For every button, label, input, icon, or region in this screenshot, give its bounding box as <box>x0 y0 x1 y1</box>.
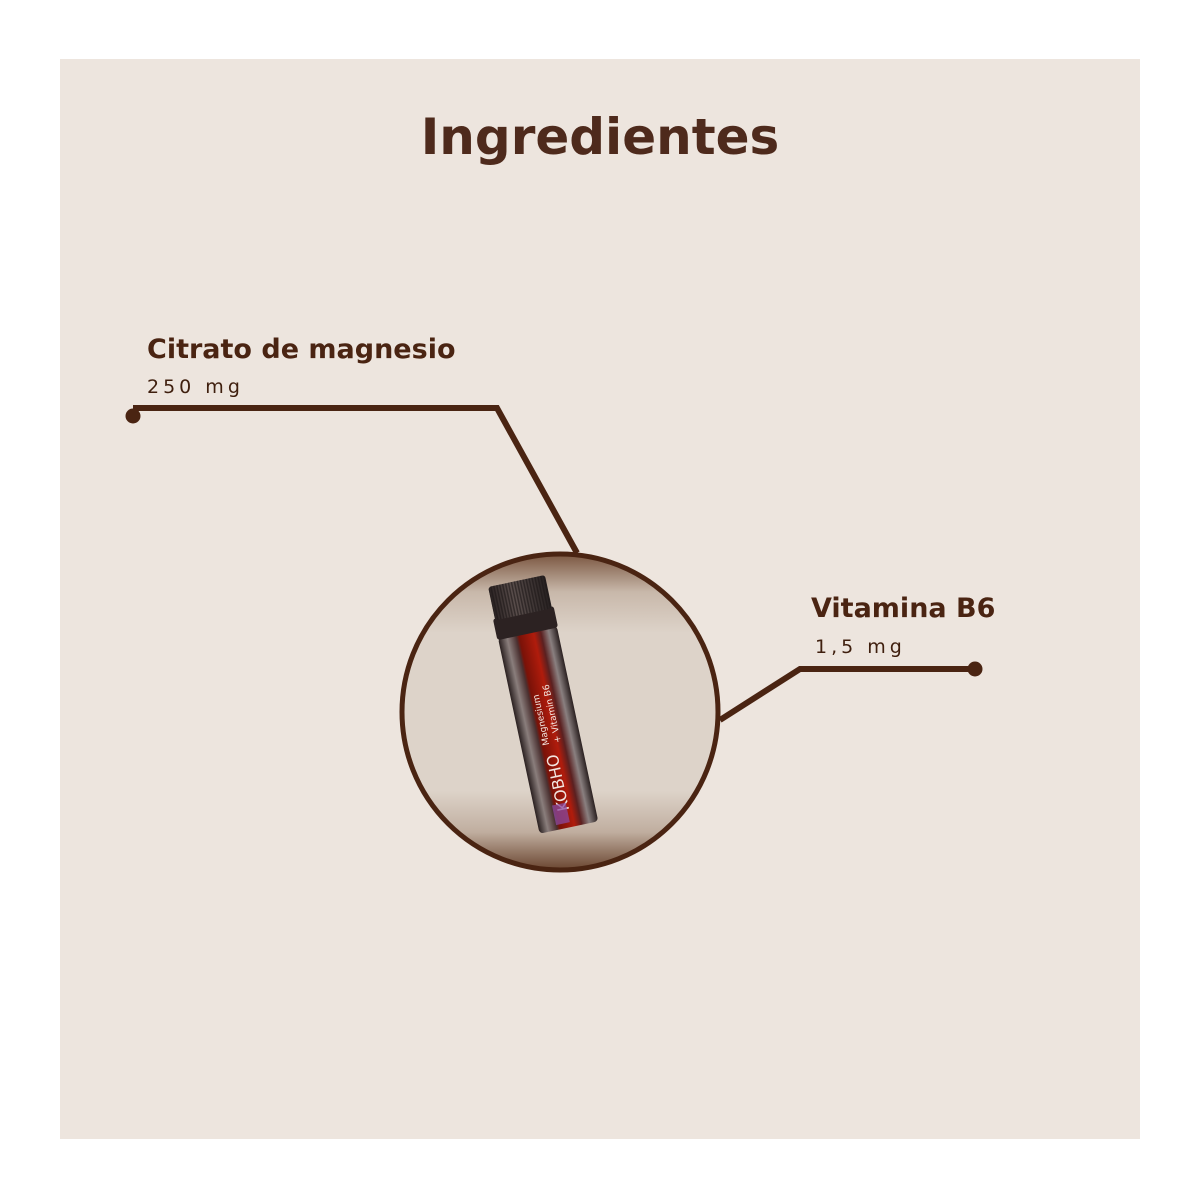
ingredient-amount-vitamin-b6: 1,5 mg <box>815 636 906 658</box>
page-title: Ingredientes <box>420 108 780 166</box>
ingredient-name-vitamin-b6: Vitamina B6 <box>811 593 996 624</box>
connector-dot-icon <box>125 408 141 424</box>
connector-vitamin-b6 <box>718 661 983 723</box>
product-vial-image: KOBHO Magnesium + Vitamin B6 <box>488 575 598 833</box>
connector-dot-icon <box>967 661 983 677</box>
vial-logo-icon <box>551 802 570 826</box>
ingredient-amount-magnesium: 250 mg <box>147 376 244 398</box>
ingredient-name-magnesium: Citrato de magnesio <box>147 334 456 365</box>
connector-magnesium <box>125 405 580 555</box>
